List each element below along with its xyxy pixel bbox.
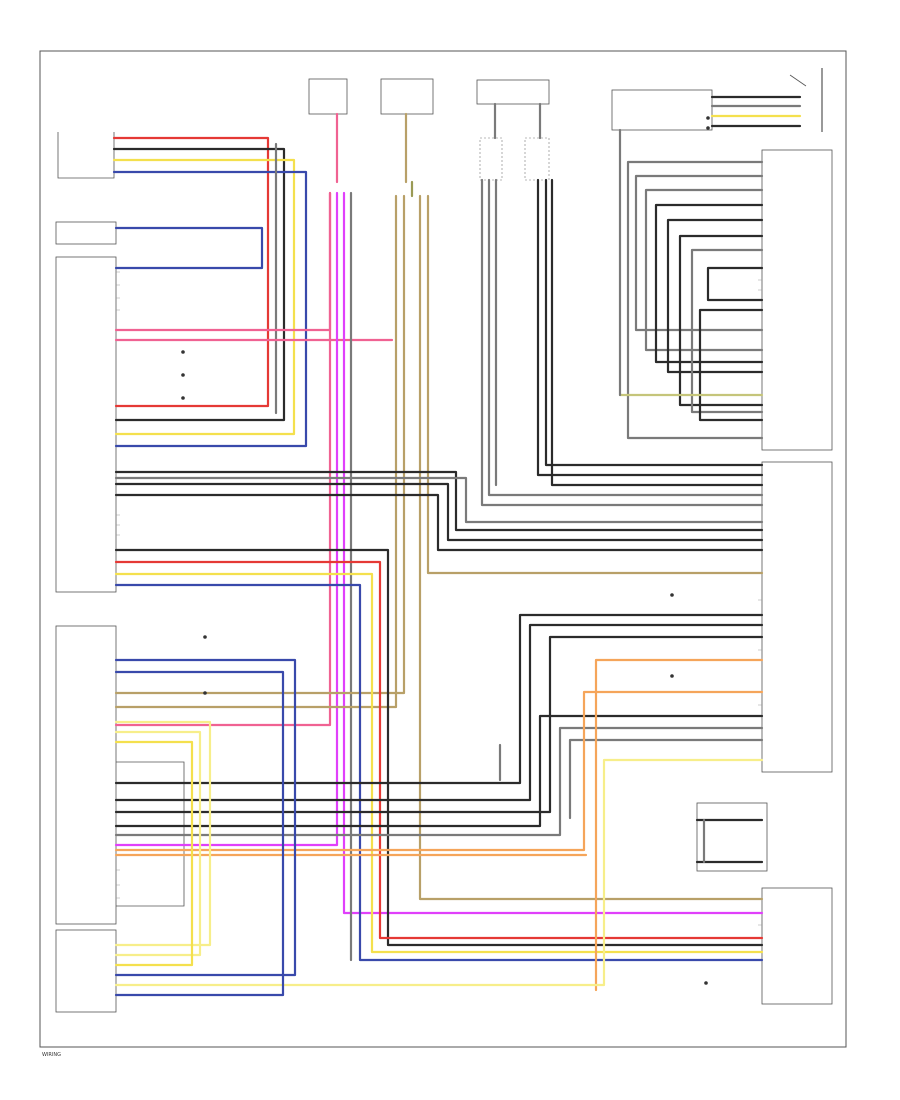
wire-magenta-2 <box>342 191 764 915</box>
wire-black-bus-2 <box>114 482 764 542</box>
wire-black-bus-1 <box>114 470 764 532</box>
component-top-center-2 <box>380 78 434 115</box>
wire-group <box>112 95 802 997</box>
diagram-frame <box>39 50 847 1048</box>
wire-black-rc-1 <box>114 613 764 785</box>
component-right-module-center <box>761 461 833 773</box>
wire-yellow-4 <box>114 720 212 947</box>
splice-dots <box>181 116 710 985</box>
wire-blue-1 <box>112 170 308 448</box>
wire-gray-rc-2 <box>568 738 764 820</box>
component-right-module-upper <box>761 149 833 451</box>
component-dashed-2 <box>524 137 550 181</box>
component-right-small-box <box>696 802 768 872</box>
wire-orange-1 <box>594 658 764 992</box>
wire-yellow-3 <box>114 758 764 987</box>
wire-gray-right-1 <box>626 160 764 440</box>
wire-top-center-gray <box>493 102 542 140</box>
component-left-lower-module <box>55 625 117 925</box>
wire-black-2 <box>114 548 764 947</box>
wire-blue-5 <box>114 670 285 997</box>
wire-yellow-6 <box>114 740 194 967</box>
footer-code: WIRING <box>42 1052 61 1058</box>
component-left-bottom-module <box>55 929 117 1013</box>
wire-blue-4 <box>114 658 297 977</box>
switch-contact <box>789 74 807 87</box>
wire-black-right-3 <box>678 234 764 407</box>
wire-tan-1 <box>114 194 398 709</box>
wire-yellow-2 <box>114 572 764 954</box>
wire-red-2 <box>114 560 764 940</box>
wire-tan-4 <box>426 194 764 575</box>
wire-black-center-3 <box>550 178 764 487</box>
wire-black-right-5 <box>698 308 764 422</box>
component-left-small <box>55 221 117 245</box>
wire-black-right-1 <box>654 203 764 364</box>
component-top-right-switch <box>611 89 713 131</box>
wire-black-center-1 <box>536 178 764 477</box>
wire-gray-right-4 <box>690 248 764 414</box>
wire-blue-3 <box>114 583 764 962</box>
component-top-center-3 <box>476 79 550 105</box>
wire-gray-right-3 <box>644 188 764 352</box>
wire-yellow-1 <box>112 158 296 436</box>
wire-tan-2 <box>114 194 406 695</box>
wire-black-rc-2 <box>114 623 764 802</box>
wire-gray-bus-1 <box>114 476 764 524</box>
wire-black-rc-3 <box>114 635 764 814</box>
component-top-center-1 <box>308 78 348 115</box>
component-dashed-1 <box>479 137 503 181</box>
connector-ticks <box>116 271 762 926</box>
wire-black-bus-3 <box>114 493 764 552</box>
component-top-left <box>57 132 115 179</box>
wire-gray-center-1 <box>480 178 764 507</box>
wire-pink-3 <box>114 191 332 727</box>
wire-black-1 <box>112 147 286 422</box>
wire-blue-2 <box>114 226 264 270</box>
wire-black-right-2 <box>666 218 764 374</box>
wire-gray-rc-1 <box>114 726 764 837</box>
wire-black-right-4 <box>706 266 764 302</box>
wire-tan-3 <box>418 194 764 901</box>
wire-orange-2 <box>114 690 764 852</box>
wire-magenta-1 <box>114 191 339 847</box>
wire-red-1 <box>112 136 270 408</box>
wire-yellow-5 <box>114 730 202 957</box>
component-left-module <box>55 256 117 593</box>
wire-pink-1 <box>114 191 332 332</box>
component-right-module-bottom <box>761 887 833 1005</box>
wire-black-rc-4 <box>114 714 764 828</box>
wire-black-center-2 <box>544 178 764 467</box>
wire-gray-center-2 <box>487 178 764 497</box>
